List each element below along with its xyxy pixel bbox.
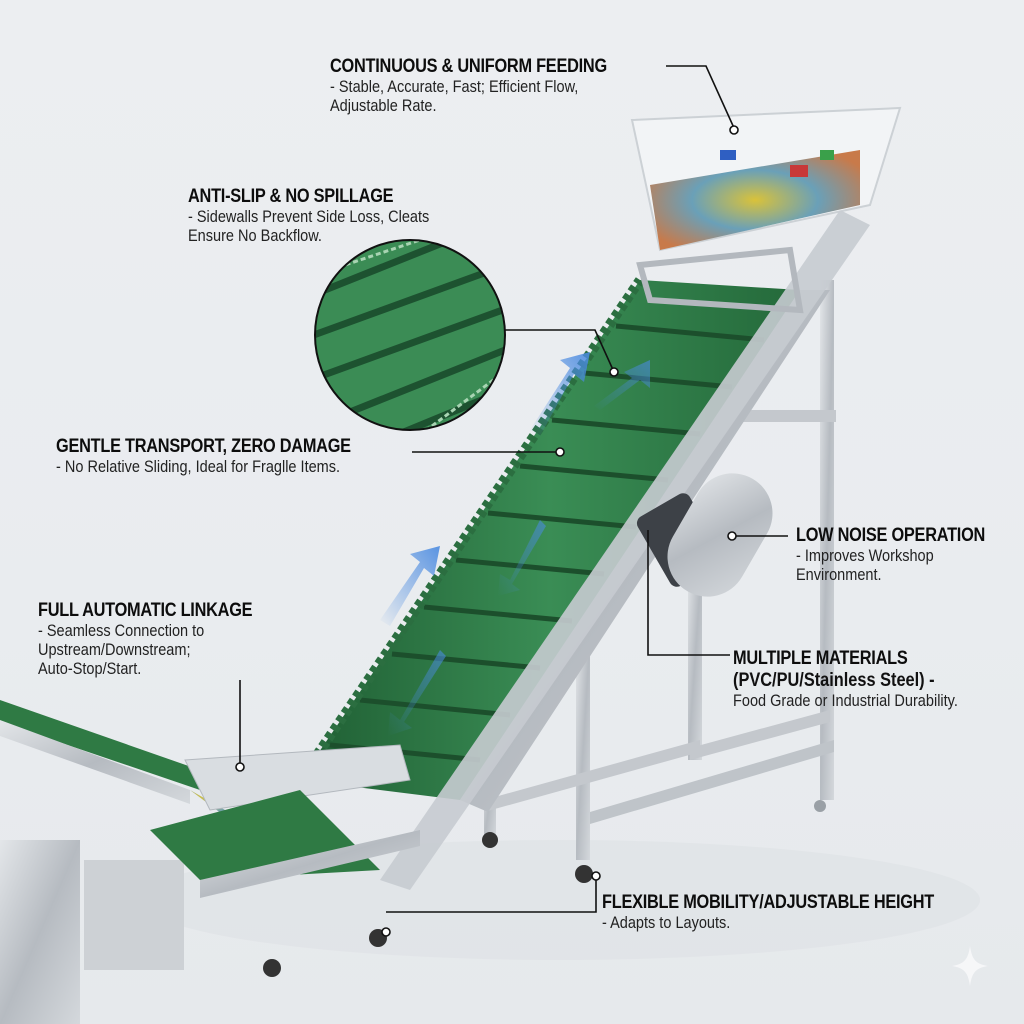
callout-desc: - Seamless Connection to Upstream/Downst… bbox=[38, 621, 205, 678]
callout-gentle-transport: GENTLE TRANSPORT, ZERO DAMAGE - No Relat… bbox=[56, 436, 399, 477]
callout-desc: - Adapts to Layouts. bbox=[602, 913, 731, 932]
top-hopper bbox=[630, 106, 902, 314]
callout-flexible-mobility: FLEXIBLE MOBILITY/ADJUSTABLE HEIGHT - Ad… bbox=[602, 892, 988, 933]
support-frame bbox=[484, 280, 836, 860]
callout-title: FULL AUTOMATIC LINKAGE bbox=[38, 600, 253, 621]
motion-arrows bbox=[380, 352, 650, 736]
callout-title: GENTLE TRANSPORT, ZERO DAMAGE bbox=[56, 436, 351, 457]
callout-anchor-dots bbox=[235, 125, 739, 937]
callout-low-noise: LOW NOISE OPERATION - Improves Workshop … bbox=[796, 525, 1016, 585]
inclined-belt bbox=[295, 210, 870, 890]
callout-desc: Food Grade or Industrial Durability. bbox=[733, 691, 958, 710]
callout-title: CONTINUOUS & UNIFORM FEEDING bbox=[330, 56, 607, 77]
callout-title: MULTIPLE MATERIALS bbox=[733, 648, 908, 669]
caster-wheels bbox=[263, 832, 593, 977]
callout-title: FLEXIBLE MOBILITY/ADJUSTABLE HEIGHT bbox=[602, 892, 935, 913]
belt-detail-inset bbox=[314, 239, 506, 431]
upstream-machine bbox=[0, 700, 420, 1024]
callout-multiple-materials: MULTIPLE MATERIALS (PVC/PU/Stainless Ste… bbox=[733, 648, 989, 711]
callout-anti-slip: ANTI-SLIP & NO SPILLAGE - Sidewalls Prev… bbox=[188, 186, 462, 246]
sparkle-icon bbox=[952, 946, 988, 986]
callout-title: ANTI-SLIP & NO SPILLAGE bbox=[188, 186, 394, 207]
callout-continuous-feeding: CONTINUOUS & UNIFORM FEEDING - Stable, A… bbox=[330, 56, 652, 116]
callout-automatic-linkage: FULL AUTOMATIC LINKAGE - Seamless Connec… bbox=[38, 600, 287, 679]
callout-desc: - Sidewalls Prevent Side Loss, Cleats En… bbox=[188, 207, 430, 245]
callout-title-line2: (PVC/PU/Stainless Steel) - bbox=[733, 669, 935, 691]
callout-desc: - Improves Workshop Environment. bbox=[796, 546, 934, 584]
callout-desc: - Stable, Accurate, Fast; Efficient Flow… bbox=[330, 77, 579, 115]
drive-motor bbox=[636, 473, 773, 597]
callout-leader-lines bbox=[239, 65, 788, 913]
callout-title: LOW NOISE OPERATION bbox=[796, 525, 986, 546]
callout-desc: - No Relative Sliding, Ideal for Fraglle… bbox=[56, 457, 341, 476]
